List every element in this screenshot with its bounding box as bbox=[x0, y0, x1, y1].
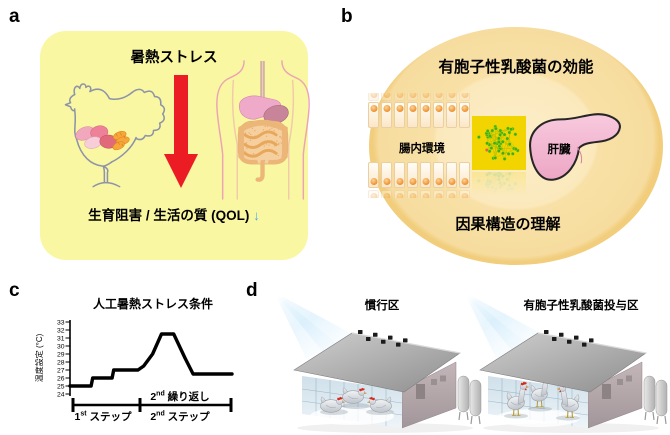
panel-d-letter: d bbox=[246, 280, 258, 301]
barn-probiotic-icon bbox=[479, 330, 668, 433]
gut-epithelial-cell-icon bbox=[459, 102, 470, 128]
y-tick-label: 29 bbox=[57, 351, 65, 358]
chicken-anatomy-icon bbox=[64, 83, 166, 188]
feed-silos-icon bbox=[643, 375, 668, 425]
gut-epithelial-cell-icon bbox=[381, 190, 392, 198]
human-digestive-icon bbox=[216, 60, 310, 200]
gut-epithelial-cell-icon bbox=[368, 162, 379, 188]
repeat-annotation: 2nd 繰り返し bbox=[150, 390, 210, 404]
barn-conventional-icon bbox=[293, 330, 482, 433]
gut-epithelial-cell-icon bbox=[381, 162, 392, 188]
panel-c-letter: c bbox=[9, 280, 20, 301]
gut-epithelial-cell-icon bbox=[407, 162, 418, 188]
gut-epithelial-cell-icon bbox=[381, 102, 392, 128]
gut-cell-row-top bbox=[368, 102, 470, 128]
gut-epithelial-cell-icon bbox=[446, 190, 457, 198]
gut-epithelial-cell-icon bbox=[407, 190, 418, 198]
y-tick-label: 31 bbox=[57, 335, 65, 342]
gut-epithelial-cell-icon bbox=[446, 102, 457, 128]
gut-epithelial-cell-icon bbox=[368, 102, 379, 128]
y-tick-label: 28 bbox=[57, 359, 65, 366]
step1-label: 1st ステップ bbox=[74, 410, 132, 424]
gut-epithelial-cell-icon bbox=[407, 93, 418, 101]
gut-epithelial-cell-icon bbox=[459, 93, 470, 101]
y-tick-label: 32 bbox=[57, 327, 65, 334]
gut-environment-label: 腸内環境 bbox=[399, 143, 445, 155]
probiotic-group-label: 有胞子性乳酸菌投与区 bbox=[523, 300, 639, 312]
gut-epithelial-cell-icon bbox=[459, 162, 470, 188]
gut-cell-row-ghost bbox=[368, 93, 470, 101]
gut-epithelial-cell-icon bbox=[394, 102, 405, 128]
gut-epithelial-cell-icon bbox=[394, 93, 405, 101]
gut-epithelial-cell-icon bbox=[368, 93, 379, 101]
y-tick-label: 25 bbox=[57, 383, 65, 390]
panel-a-caption: 生育阻害 / 生活の質 (QOL) ↓ bbox=[40, 204, 308, 224]
chicken-intestine-icon bbox=[112, 131, 130, 151]
human-organs-icon bbox=[237, 95, 289, 182]
x-axis-bracket bbox=[71, 398, 233, 412]
y-axis-label: 温度設定 (°C) bbox=[34, 333, 44, 382]
heat-stress-arrow-icon bbox=[164, 75, 198, 188]
gut-epithelial-cell-icon bbox=[446, 93, 457, 101]
gut-epithelial-cell-icon bbox=[459, 190, 470, 198]
gut-epithelial-cell-icon bbox=[446, 162, 457, 188]
y-tick-label: 30 bbox=[57, 343, 65, 350]
y-tick-label: 24 bbox=[57, 391, 65, 398]
gut-epithelial-cell-icon bbox=[433, 162, 444, 188]
y-tick-label: 26 bbox=[57, 375, 65, 382]
panel-b-caption: 因果構造の理解 bbox=[455, 216, 561, 233]
liver-icon bbox=[529, 113, 621, 181]
y-tick-label: 27 bbox=[57, 367, 65, 374]
step2-label: 2nd ステップ bbox=[150, 410, 210, 424]
roof-vents bbox=[544, 330, 594, 347]
gut-epithelial-cell-icon bbox=[420, 190, 431, 198]
gut-epithelial-cell-icon bbox=[420, 162, 431, 188]
y-tick-label: 33 bbox=[57, 319, 65, 326]
microbiome-network-icon bbox=[472, 116, 526, 170]
liver-label: 肝臓 bbox=[547, 144, 571, 156]
panel-c-title: 人工暑熱ストレス条件 bbox=[92, 297, 213, 311]
roof-vents bbox=[358, 330, 408, 347]
gut-epithelial-cell-icon bbox=[433, 190, 444, 198]
gut-epithelial-cell-icon bbox=[381, 93, 392, 101]
panel-b-letter: b bbox=[341, 6, 353, 27]
gut-cell-row-bottom bbox=[368, 162, 470, 188]
gut-epithelial-cell-icon bbox=[394, 190, 405, 198]
gut-epithelial-cell-icon bbox=[394, 162, 405, 188]
feed-silos-icon bbox=[457, 375, 482, 425]
qol-caption-text: 生育阻害 / 生活の質 (QOL) bbox=[88, 208, 250, 223]
chickens-huddled bbox=[320, 387, 394, 415]
qol-down-arrow-icon: ↓ bbox=[253, 208, 260, 223]
panel-b-title: 有胞子性乳酸菌の効能 bbox=[438, 59, 594, 76]
network-reflection bbox=[472, 172, 526, 202]
gut-cell-row-ghost2 bbox=[368, 190, 470, 198]
down-arrow-icon bbox=[164, 75, 198, 188]
gut-epithelial-cell-icon bbox=[433, 102, 444, 128]
panel-a-letter: a bbox=[9, 6, 20, 27]
panel-a-title: 暑熱ストレス bbox=[130, 50, 218, 66]
gut-epithelial-cell-icon bbox=[420, 102, 431, 128]
gut-epithelial-cell-icon bbox=[368, 190, 379, 198]
conventional-group-label: 慣行区 bbox=[364, 300, 400, 312]
gut-epithelial-cell-icon bbox=[420, 93, 431, 101]
gut-epithelial-cell-icon bbox=[433, 93, 444, 101]
chicken-organs-icon bbox=[75, 125, 130, 151]
temperature-line bbox=[68, 332, 234, 388]
gut-epithelial-cell-icon bbox=[407, 102, 418, 128]
